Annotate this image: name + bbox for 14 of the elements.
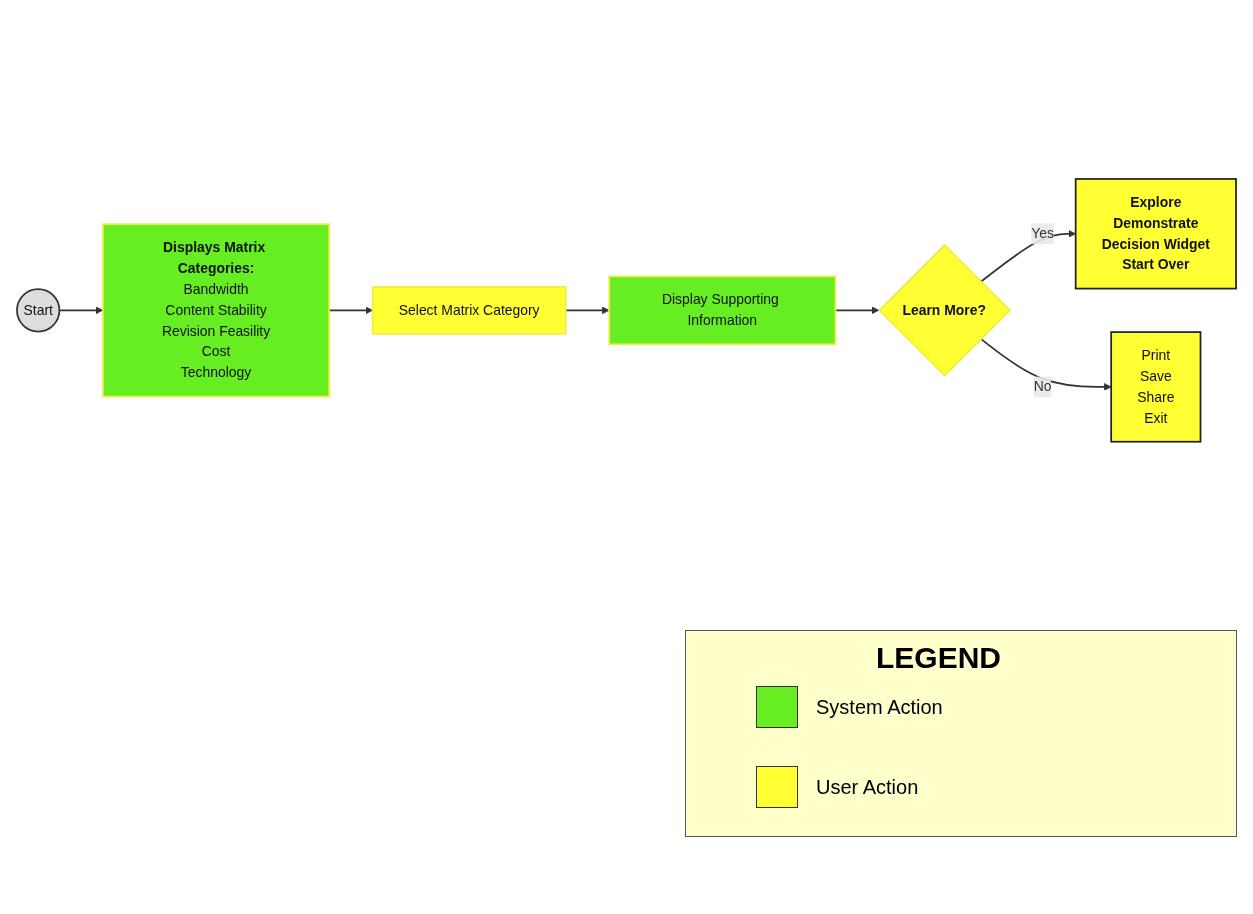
node-box: Select Matrix Category xyxy=(371,285,567,335)
node-box: Displays Matrix Categories: Bandwidth Content Stability Revision Feasility Cost Technology xyxy=(102,223,330,397)
edge-label: No xyxy=(1033,378,1052,394)
legend-title: LEGEND xyxy=(876,641,1001,675)
node-box: Explore Demonstrate Decision Widget Start Over xyxy=(1074,177,1237,290)
node-box: Display Supporting Information xyxy=(608,275,837,345)
node-box: Print Save Share Exit xyxy=(1110,330,1202,443)
arrow xyxy=(980,229,1076,283)
arrow xyxy=(980,337,1112,391)
node-circle: Start xyxy=(16,287,61,333)
legend-label: User Action xyxy=(816,775,919,799)
node-diamond: Learn More? xyxy=(878,243,1012,377)
edge-label: Yes xyxy=(1031,225,1054,241)
legend-label: System Action xyxy=(816,695,943,719)
